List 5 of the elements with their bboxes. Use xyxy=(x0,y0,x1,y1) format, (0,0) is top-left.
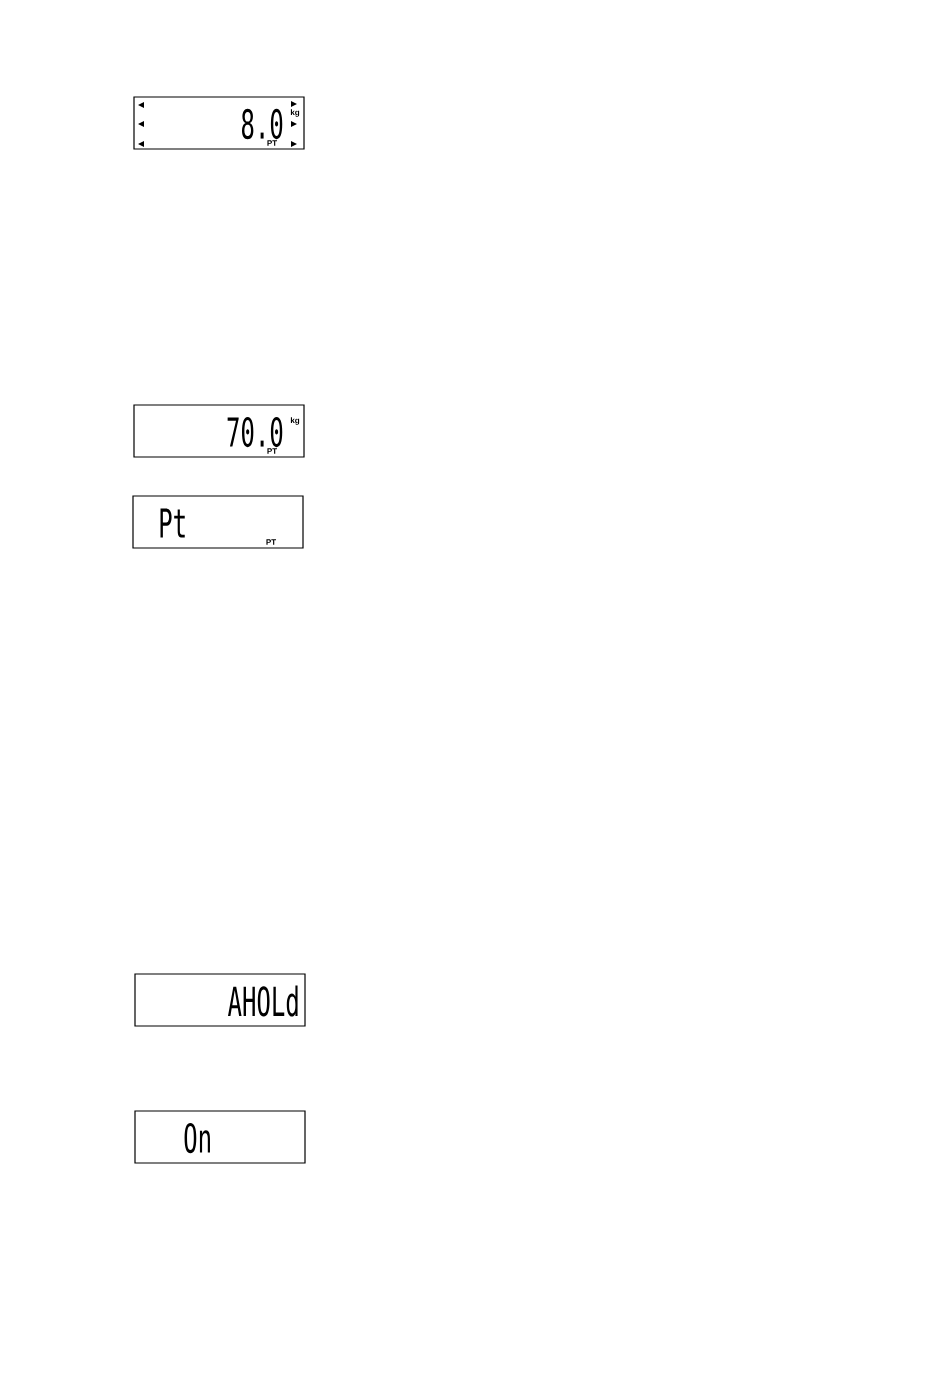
lcd-display: On xyxy=(134,1110,306,1164)
lcd-display: 8.0 kg PT xyxy=(133,96,305,150)
lcd-display: 70.0 kg PT xyxy=(133,404,305,458)
lcd-display: Pt PT xyxy=(132,495,304,549)
lcd-display: AHOLd xyxy=(134,973,306,1027)
